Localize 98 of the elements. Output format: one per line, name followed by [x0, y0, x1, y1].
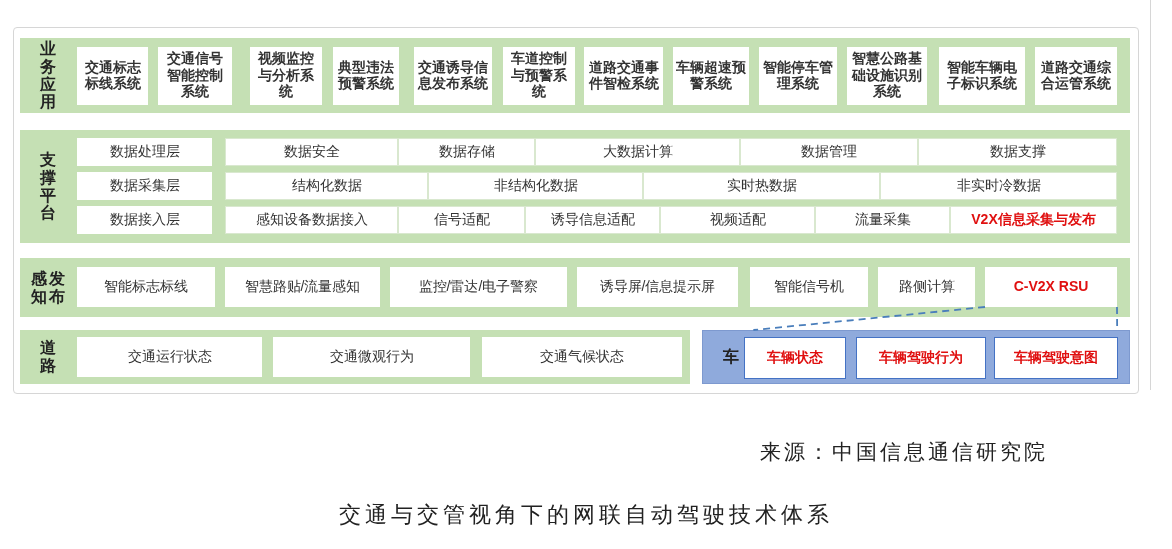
- item-label: 结构化数据: [291, 177, 362, 195]
- item-label: 监控/雷达/电子警察: [418, 278, 539, 296]
- layer-title: 道路: [39, 339, 56, 375]
- layer-band: [20, 258, 1130, 317]
- item-label: 数据管理: [801, 143, 857, 161]
- item-label: 交通诱导信息发布系统: [417, 59, 489, 93]
- system-box: [1035, 47, 1117, 105]
- item-label: 车辆驾驶行为: [879, 349, 963, 367]
- item-box: [77, 138, 212, 166]
- item-label: 数据采集层: [109, 177, 180, 195]
- item-box: [856, 337, 986, 379]
- item-label: 典型违法预警系统: [336, 59, 395, 93]
- layer-band: [20, 130, 1130, 243]
- item-label: 交通运行状态: [127, 348, 212, 366]
- item-label: 数据处理层: [109, 143, 180, 161]
- layer-title: 感知发布: [30, 269, 65, 306]
- system-box: [503, 47, 575, 105]
- item-label: 诱导信息适配: [550, 211, 635, 229]
- vehicle-band: [702, 330, 1130, 384]
- item-label: 非实时冷数据: [956, 177, 1041, 195]
- source-note: 来源：中国信息通信研究院: [760, 439, 1048, 465]
- item-label: 信号适配: [433, 211, 490, 229]
- item-label: 智慧公路基础设施识别系统: [850, 51, 923, 101]
- system-box: [333, 47, 399, 105]
- item-box: [390, 267, 567, 307]
- item-label: 交通标志标线系统: [83, 59, 142, 93]
- item-label: 道路交通综合运管系统: [1040, 59, 1112, 93]
- item-box: [77, 337, 262, 377]
- item-label: 智慧路贴/流量感知: [244, 278, 361, 296]
- layer-band: [20, 38, 1130, 113]
- item-label: 非结构化数据: [493, 177, 578, 195]
- system-box: [673, 47, 749, 105]
- item-label: 路侧计算: [898, 278, 955, 296]
- item-box: [994, 337, 1118, 379]
- system-box: [158, 47, 232, 105]
- item-label: 车道控制与预警系统: [510, 51, 568, 101]
- item-label: 智能标志标线: [104, 278, 188, 296]
- item-box: [482, 337, 682, 377]
- item-label: 车辆驾驶意图: [1014, 349, 1098, 367]
- item-box: [878, 267, 975, 307]
- item-box: [77, 267, 215, 307]
- item-label: 交通微观行为: [329, 348, 414, 366]
- item-label: 视频适配: [709, 211, 766, 229]
- item-label: 数据存储: [438, 143, 495, 161]
- item-label: 数据接入层: [109, 211, 180, 229]
- item-label: 车辆超速预警系统: [676, 59, 746, 93]
- system-box: [250, 47, 322, 105]
- data-cell: [225, 138, 398, 166]
- system-box: [584, 47, 663, 105]
- item-box: [225, 267, 380, 307]
- system-box: [939, 47, 1025, 105]
- layer-title: 车: [722, 348, 739, 366]
- item-label: 感知设备数据接入: [255, 211, 368, 229]
- data-cell: [660, 206, 815, 234]
- data-cell: [225, 206, 398, 234]
- data-cell: [398, 138, 535, 166]
- system-box: [414, 47, 492, 105]
- layer-title: 支撑平台: [39, 151, 56, 222]
- item-label: 智能车辆电子标识系统: [946, 59, 1018, 93]
- item-label: 交通气候状态: [540, 348, 624, 366]
- item-label: 智能停车管理系统: [762, 59, 834, 93]
- item-label: 实时热数据: [726, 177, 797, 195]
- data-cell: [880, 172, 1117, 200]
- caption: 交通与交管视角下的网联自动驾驶技术体系: [338, 501, 834, 529]
- data-cell: [525, 206, 660, 234]
- item-label: 视频监控与分析系统: [257, 51, 315, 101]
- item-box: [577, 267, 738, 307]
- data-cell: [740, 138, 918, 166]
- item-box: [273, 337, 470, 377]
- item-label: 数据安全: [283, 143, 340, 161]
- item-label: V2X信息采集与发布: [971, 211, 1096, 229]
- item-label: 车辆状态: [767, 349, 823, 367]
- data-cell: [815, 206, 950, 234]
- item-box: [744, 337, 846, 379]
- item-label: 数据支撑: [989, 143, 1046, 161]
- layer-title: 业务应用: [39, 40, 56, 111]
- system-box: [77, 47, 148, 105]
- item-label: 智能信号机: [774, 278, 844, 296]
- item-label: C-V2X RSU: [1013, 278, 1089, 296]
- item-box: [750, 267, 868, 307]
- item-label: 诱导屏/信息提示屏: [599, 278, 716, 296]
- data-cell: [643, 172, 880, 200]
- item-label: 交通信号智能控制系统: [166, 51, 224, 101]
- item-label: 大数据计算: [602, 143, 673, 161]
- item-box: [77, 172, 212, 200]
- item-box: [985, 267, 1117, 307]
- system-box: [759, 47, 837, 105]
- layer-band: [20, 330, 690, 384]
- data-cell: [398, 206, 525, 234]
- data-cell: [428, 172, 643, 200]
- dashed-connector: [752, 306, 986, 331]
- data-cell: [535, 138, 740, 166]
- item-label: 道路交通事件智检系统: [587, 59, 660, 93]
- item-box: [77, 206, 212, 234]
- data-cell: [225, 172, 428, 200]
- item-label: 流量采集: [854, 211, 911, 229]
- data-cell: [950, 206, 1117, 234]
- data-cell: [918, 138, 1117, 166]
